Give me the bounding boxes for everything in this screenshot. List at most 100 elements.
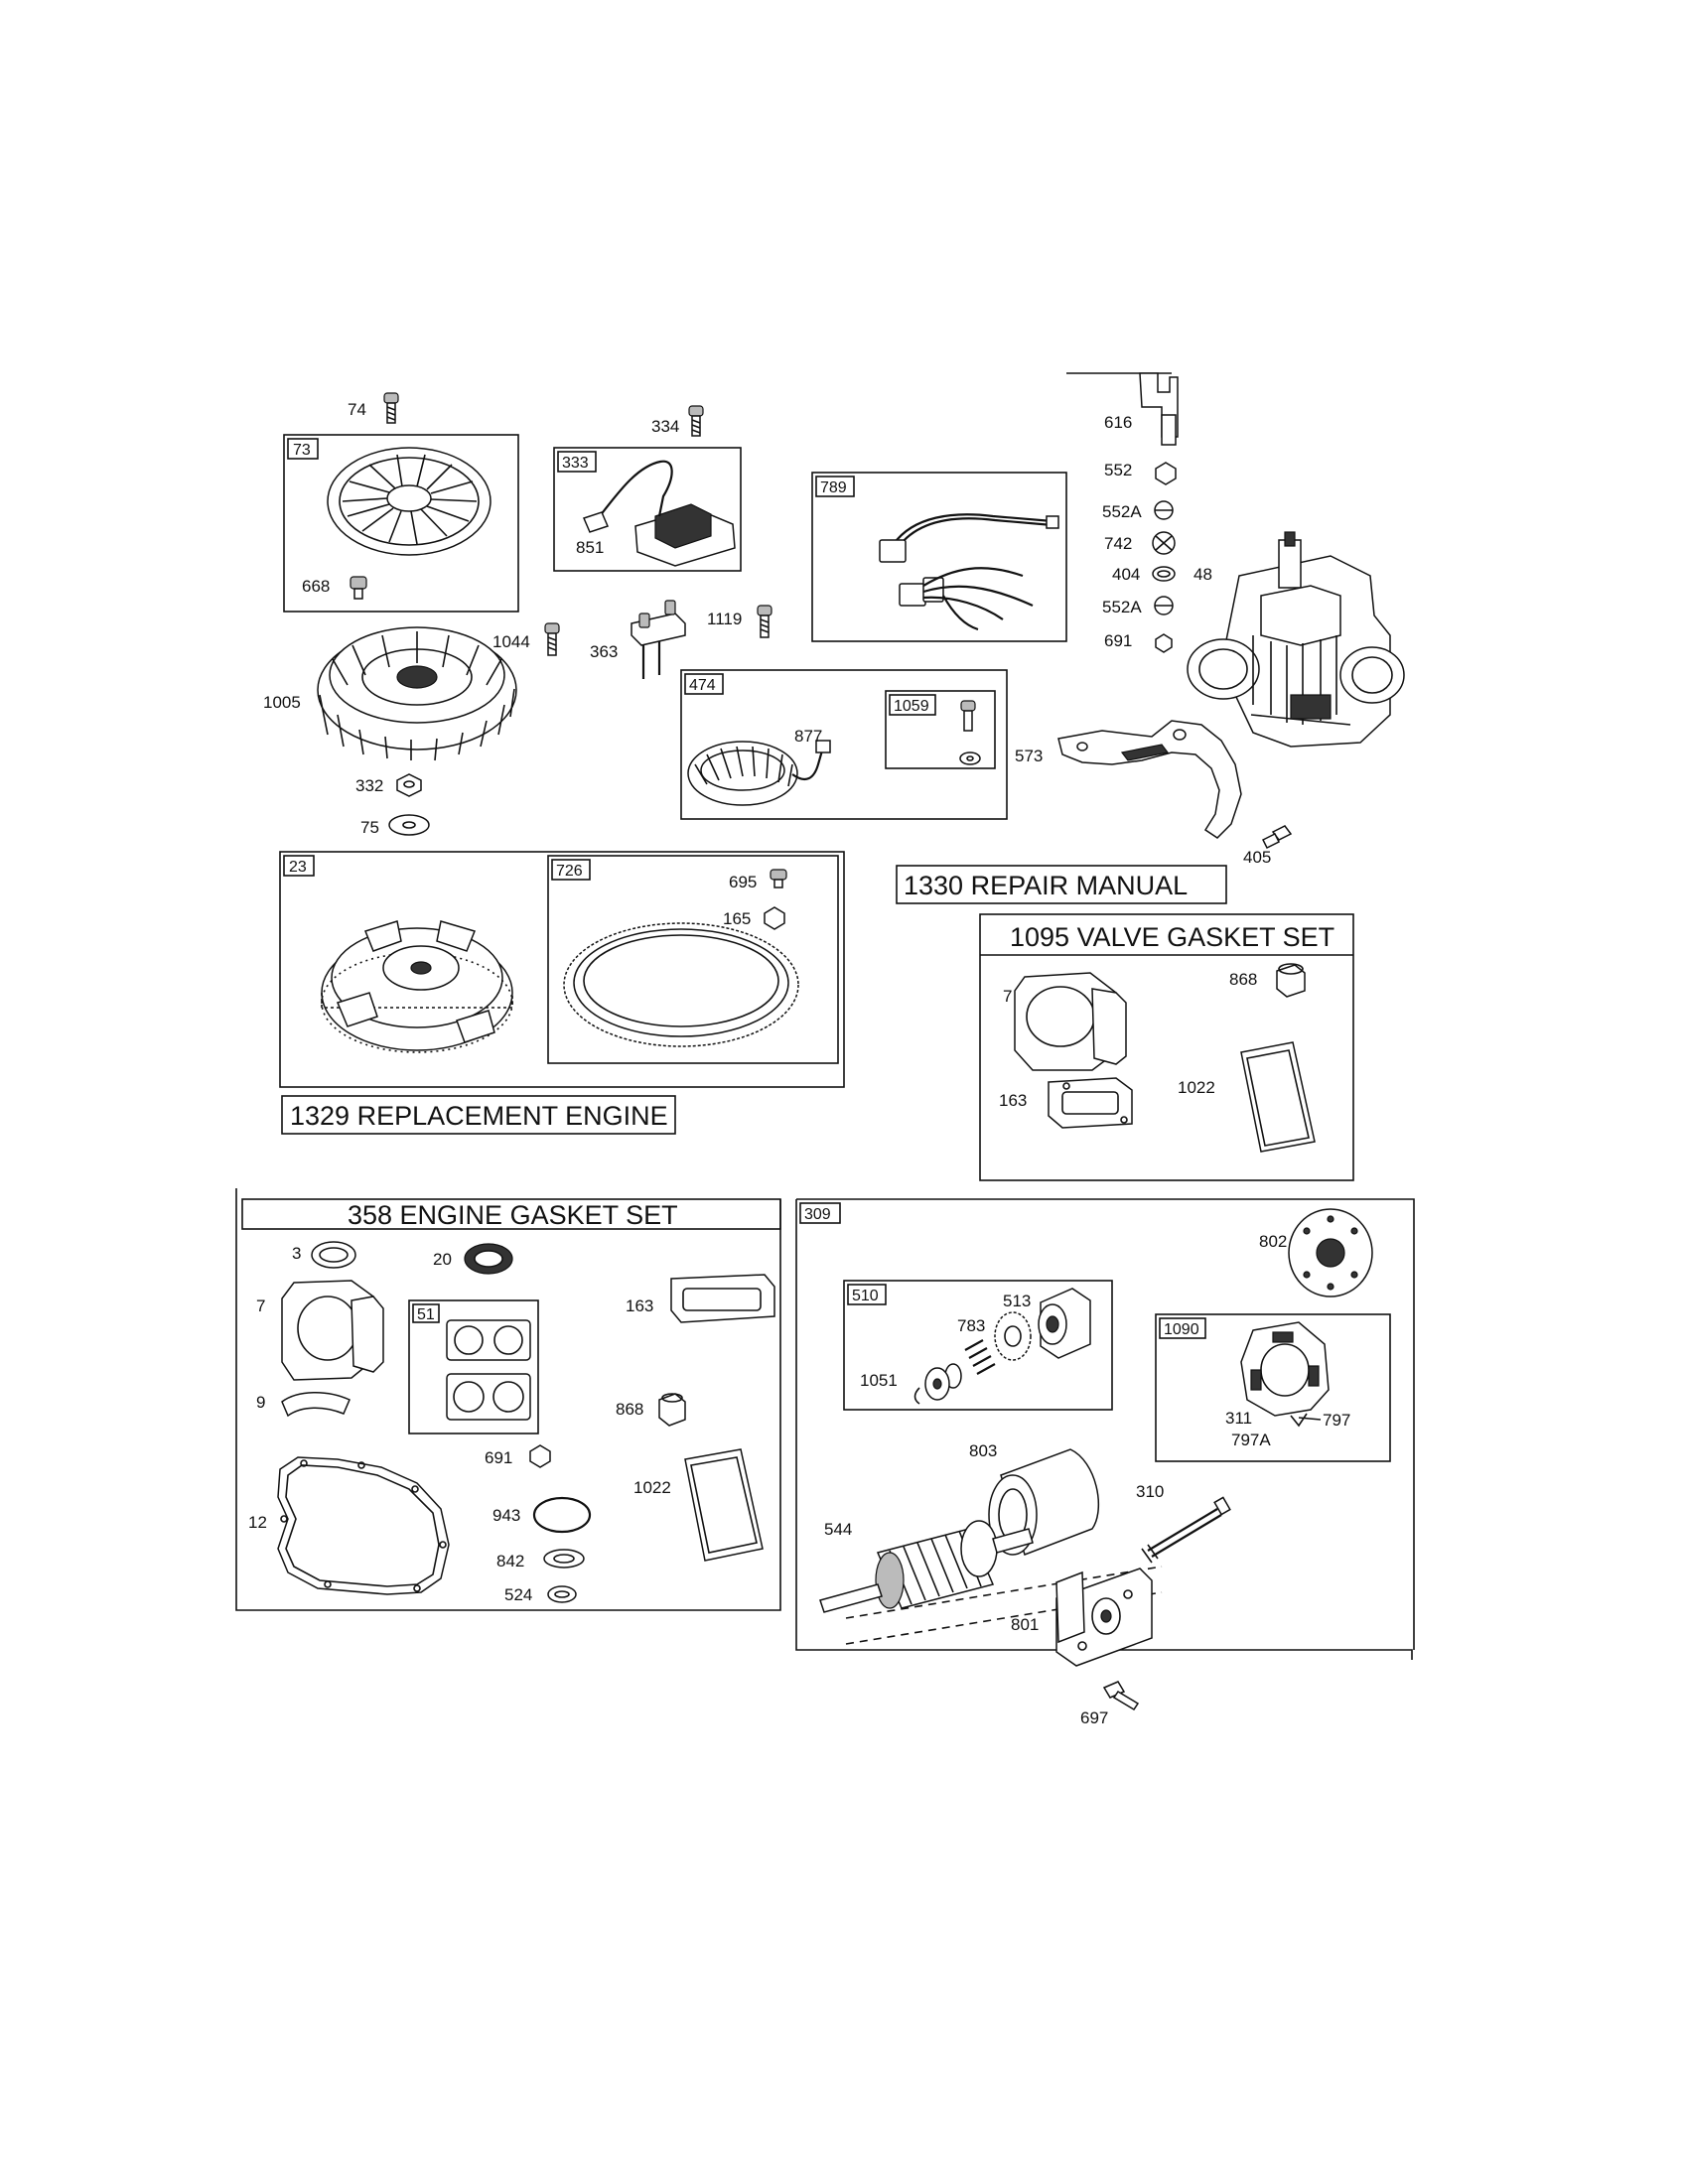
drive-disc-icon [1288,1208,1373,1297]
label-332: 332 [355,776,383,795]
box-510: 510 513 783 1051 [843,1280,1113,1411]
brush-holder-icon [1240,1321,1330,1428]
box-id-726: 726 [556,863,583,880]
screw-icon [544,622,560,656]
label-695: 695 [729,873,757,891]
label-g691: 691 [485,1448,512,1467]
label-s797a: 797A [1231,1431,1271,1449]
screw-icon [688,405,704,437]
label-g9: 9 [256,1393,265,1412]
title-engine-gasket-set: 358 ENGINE GASKET SET [348,1200,678,1230]
clip-icon [1154,596,1174,615]
box-id-23: 23 [289,859,307,876]
engine-gasket-set-box: 358 ENGINE GASKET SET 3 20 7 51 [235,1188,781,1611]
label-75: 75 [360,818,379,837]
o-ring-icon [532,1496,592,1534]
label-877: 877 [794,727,822,746]
label-g1022: 1022 [633,1478,671,1497]
label-s797: 797 [1323,1411,1350,1430]
box-726: 726 695 165 [547,855,839,1064]
screw-icon [960,700,976,732]
rotating-screen-icon [327,447,491,556]
label-552a-2: 552A [1102,598,1142,616]
label-74: 74 [348,400,366,419]
label-s1051: 1051 [860,1371,898,1390]
label-405: 405 [1243,848,1271,867]
nut-icon [396,773,422,797]
screw-icon [770,869,787,888]
box-51: 51 [408,1299,539,1434]
label-668: 668 [302,577,330,596]
starter-drive-icon [913,1288,1091,1405]
label-s310: 310 [1136,1482,1164,1501]
box-id-1090: 1090 [1164,1321,1199,1338]
label-g524: 524 [504,1585,532,1604]
label-851: 851 [576,538,604,557]
screw-icon [1102,1681,1140,1711]
label-s803: 803 [969,1441,997,1460]
label-g20: 20 [433,1250,452,1269]
nut-icon [1155,633,1173,653]
intake-gasket-icon [670,1274,775,1323]
o-ring-icon [1152,566,1176,582]
box-789: 789 [811,472,1067,642]
coil-icon [582,460,736,567]
fan-icon [317,626,517,761]
label-s802: 802 [1259,1232,1287,1251]
label-g12: 12 [248,1513,267,1532]
valve-seal-icon [1276,963,1306,998]
box-333: 333 851 [553,447,742,572]
label-g842: 842 [496,1552,524,1570]
head-gasket-icon [1014,972,1127,1071]
label-334: 334 [651,417,679,436]
label-v868: 868 [1229,970,1257,989]
baffle-icon [1057,720,1242,839]
box-73: 73 668 [283,434,519,613]
box-id-309: 309 [804,1206,831,1223]
crankcase-gasket-icon [277,1456,450,1595]
label-g3: 3 [292,1244,301,1263]
label-165: 165 [723,909,751,928]
box-id-474: 474 [689,677,716,694]
end-cap-icon [1055,1568,1153,1667]
title-replacement-engine: 1329 REPLACEMENT ENGINE [290,1101,668,1131]
label-v163: 163 [999,1091,1027,1110]
nut-icon [1155,462,1177,485]
box-1059: 1059 [885,690,996,769]
title-repair-manual: 1330 REPAIR MANUAL [904,871,1188,900]
label-1119: 1119 [707,610,742,628]
label-48: 48 [1193,565,1212,584]
washer-icon [959,751,981,765]
label-s697: 697 [1080,1708,1108,1727]
box-id-51: 51 [417,1306,435,1323]
box-id-73: 73 [293,442,311,459]
screw-icon [1261,825,1293,850]
label-1044: 1044 [492,632,530,651]
replacement-engine-title: 1329 REPLACEMENT ENGINE [281,1095,676,1135]
bracket-icon [631,600,686,679]
valve-gasket-set-box: 1095 VALVE GASKET SET 7 868 163 1022 [979,913,1354,1181]
title-valve-gasket-set: 1095 VALVE GASKET SET [1010,922,1334,952]
label-s544: 544 [824,1520,852,1539]
stator-icon [687,740,831,806]
head-gasket-icon [281,1280,384,1381]
label-g163: 163 [626,1297,653,1315]
screw-icon [383,392,399,424]
label-552: 552 [1104,461,1132,479]
seal-icon [311,1241,356,1269]
engine-block-icon [1187,531,1405,748]
valve-seal-icon [658,1393,686,1427]
carburetor-gasket-icon [446,1319,531,1421]
box-309: 309 802 510 51 [795,1198,1415,1667]
ring-gear-icon [563,922,799,1047]
box-1090: 1090 311 797 797A [1155,1313,1391,1462]
label-552a-1: 552A [1102,502,1142,521]
thru-bolt-icon [1141,1496,1231,1564]
wire-harness-icon [879,513,1059,631]
label-s311: 311 [1225,1409,1252,1428]
label-404: 404 [1112,565,1140,584]
label-742: 742 [1104,534,1132,553]
washer-icon [388,814,430,836]
label-s783: 783 [957,1316,985,1335]
box-id-510: 510 [852,1288,879,1304]
